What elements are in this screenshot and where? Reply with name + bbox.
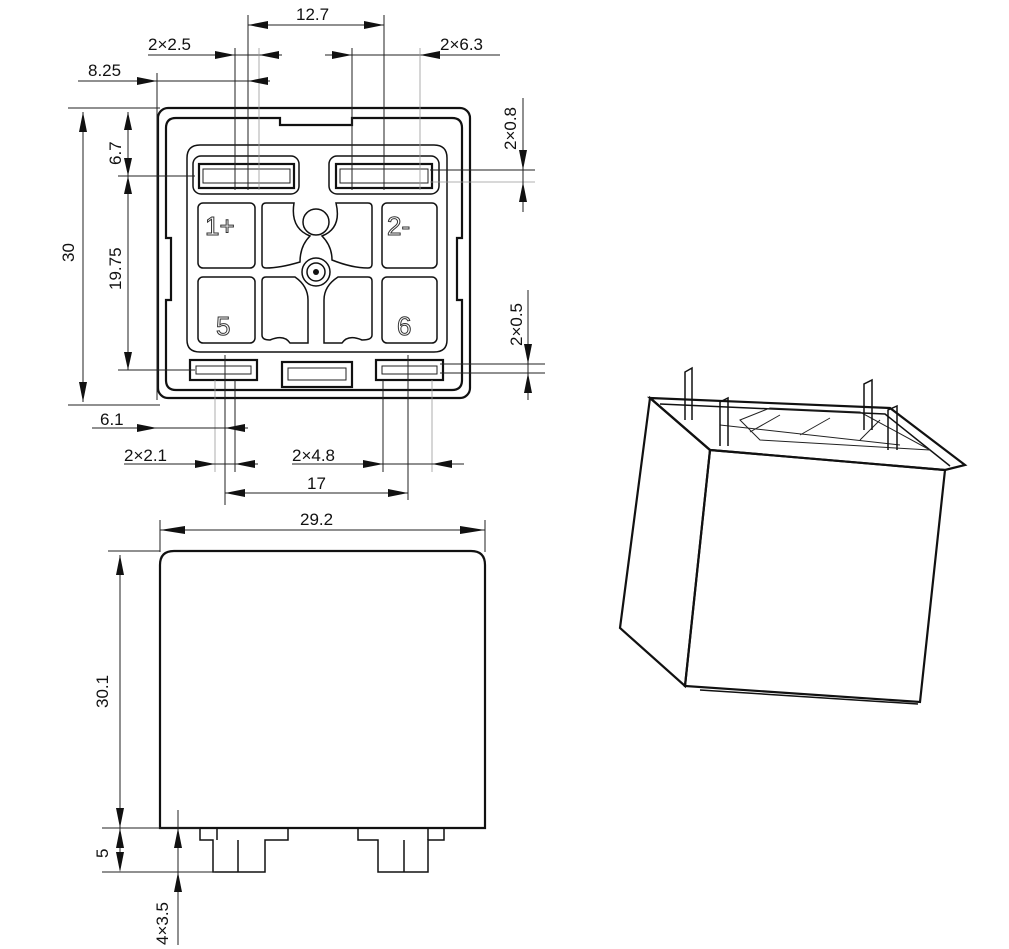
mount-hole-icon	[302, 208, 330, 236]
dimension-lines	[68, 15, 545, 505]
dim-offset-left: 8.25	[88, 61, 121, 80]
dim-pin-length: 5	[93, 849, 112, 858]
dim-pitch-bottom: 17	[307, 474, 326, 493]
pin-label-2: 2-	[387, 211, 410, 241]
top-view: 1+ 2- 5 6	[59, 5, 545, 505]
terminal-coil-center	[280, 360, 354, 389]
dim-pin-width-bottom-right: 2×4.8	[292, 446, 335, 465]
iso-pins	[684, 366, 898, 450]
terminal-5	[188, 358, 259, 382]
side-view: 29.2 30.1 5 4×3.5	[93, 510, 487, 945]
dim-pitch-top: 12.7	[296, 5, 329, 24]
cell-1	[197, 202, 256, 269]
dim-top-offset: 6.7	[106, 141, 125, 165]
pin-label-6: 6	[397, 311, 411, 341]
pin-label-5: 5	[216, 311, 230, 341]
dim-offset-bottom: 6.1	[100, 410, 124, 429]
dim-pin-width-bottom-left: 2×2.1	[124, 446, 167, 465]
cell-6	[381, 276, 438, 344]
cell-2	[381, 202, 438, 269]
pin-label-1: 1+	[205, 211, 235, 241]
dim-pin-width-left: 2×2.5	[148, 35, 191, 54]
dim-pin-span: 19.75	[106, 247, 125, 290]
side-dimension-lines	[102, 520, 486, 945]
dim-pin-thick-bottom: 2×0.5	[507, 303, 526, 346]
dim-pin-thick-top: 2×0.8	[501, 107, 520, 150]
dim-pin-width: 4×3.5	[153, 902, 172, 945]
isometric-view	[618, 366, 968, 705]
terminal-6	[374, 358, 445, 382]
dim-height: 30	[59, 243, 78, 262]
cell-5	[197, 276, 256, 344]
dimension-labels: 12.7 2×2.5 2×6.3 8.25 30 6.7 19.75 2×0.8…	[59, 5, 526, 493]
terminal-1	[192, 155, 300, 195]
dim-width: 29.2	[300, 510, 333, 529]
dim-pin-width-right: 2×6.3	[440, 35, 483, 54]
dim-body-height: 30.1	[93, 675, 112, 708]
